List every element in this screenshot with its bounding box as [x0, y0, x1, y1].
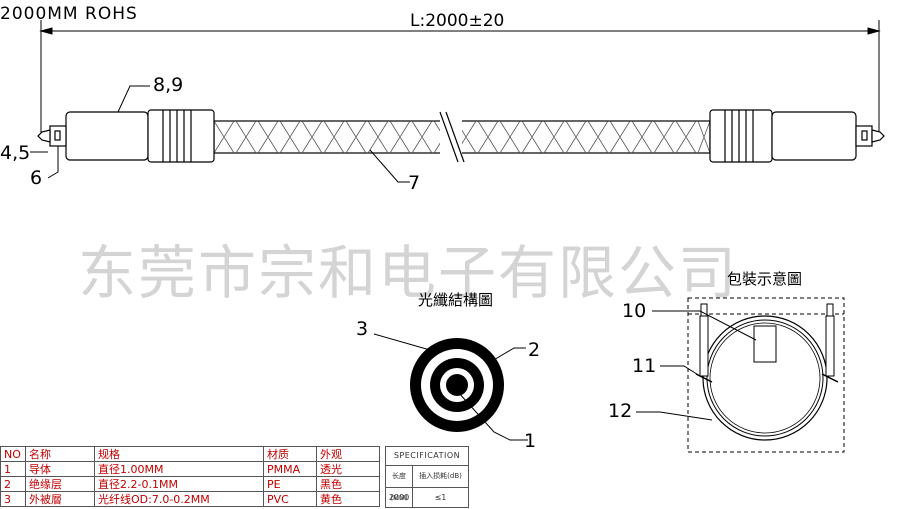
bom-header-appearance: 外观: [316, 446, 380, 462]
table-row: 1 导体 直径1.00MM PMMA 透光: [0, 461, 380, 477]
fiber-cross-section: [373, 333, 528, 441]
callout-part-six: 6: [30, 167, 43, 189]
bom-cell: 直径1.00MM: [94, 461, 264, 477]
callout-connector-parts: 8,9: [153, 74, 184, 96]
cable-leader-lines: [30, 85, 410, 183]
spec-length-header: 长度(MM): [386, 465, 413, 502]
packaging-title: 包裝示意圖: [727, 270, 803, 288]
table-row: 2 绝缘层 直径2.2-0.1MM PE 黑色: [0, 476, 380, 492]
spec-loss-header: 插入损耗(dB): [413, 465, 468, 488]
bom-cell: 直径2.2-0.1MM: [94, 476, 264, 492]
packaging-label-eleven: 11: [632, 355, 657, 377]
spec-table-title: SPECIFICATION: [386, 447, 468, 466]
bom-cell: 黑色: [316, 476, 380, 492]
bom-header-name: 名称: [25, 446, 95, 462]
bom-cell: 透光: [316, 461, 380, 477]
right-connector: [709, 109, 885, 163]
company-watermark: 东莞市宗和电子有限公司: [78, 239, 739, 307]
bom-cell: 黄色: [316, 491, 380, 507]
left-connector: [37, 109, 215, 163]
bom-cell: 3: [0, 491, 26, 507]
bom-table: NO 名称 规格 材质 外观 1 导体 直径1.00MM PMMA 透光 2 绝…: [0, 446, 380, 507]
spec-loss-value: ≤1: [434, 493, 447, 502]
packaging-label-ten: 10: [622, 300, 647, 322]
bom-header-no: NO: [0, 446, 26, 462]
table-row: 3 外被層 光纤线OD:7.0-0.2MM PVC 黄色: [0, 491, 380, 507]
bom-cell: 1: [0, 461, 26, 477]
bom-header-material: 材质: [263, 446, 317, 462]
length-dimension-label: L:2000±20: [410, 11, 505, 31]
bom-cell: PE: [263, 476, 317, 492]
callout-left-parts: 4,5: [0, 142, 31, 164]
packaging-label-twelve: 12: [608, 400, 633, 422]
callout-braid: 7: [408, 172, 421, 194]
fiber-label-outer: 3: [356, 318, 369, 340]
bom-cell: 2: [0, 476, 26, 492]
bom-cell: 光纤线OD:7.0-0.2MM: [94, 491, 264, 507]
fiber-label-core: 1: [524, 430, 537, 452]
bom-header-spec: 规格: [94, 446, 264, 462]
bom-cell: 绝缘层: [25, 476, 95, 492]
spec-length-value: 2000: [386, 488, 413, 507]
spec-table: SPECIFICATION 长度(MM) 插入损耗(dB) 2000 ≤1: [385, 446, 469, 508]
fiber-structure-title: 光纖結構圖: [418, 291, 494, 309]
fiber-label-middle: 2: [528, 339, 541, 361]
packaging-diagram: [636, 297, 845, 453]
bom-cell: 外被層: [25, 491, 95, 507]
bom-cell: PMMA: [263, 461, 317, 477]
bom-cell: 导体: [25, 461, 95, 477]
length-dimension-line: [39, 20, 881, 135]
bom-header-row: NO 名称 规格 材质 外观: [0, 446, 380, 462]
bom-cell: PVC: [263, 491, 317, 507]
braided-cable: [213, 111, 711, 163]
drawing-title: 2000MM ROHS: [0, 4, 138, 24]
